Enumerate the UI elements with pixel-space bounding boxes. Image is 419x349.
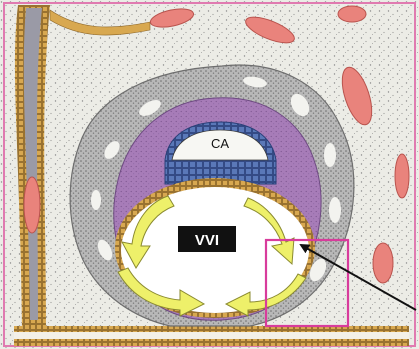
bottom-gland-strip [14,326,409,346]
vvi-label-text: VVI [195,232,219,249]
vvi-label: VVI [178,226,236,252]
blood-vessel [373,243,393,283]
blood-vessel [338,6,366,22]
ca-label: CA [211,136,229,151]
blood-vessel [24,177,40,233]
blood-vessel [395,154,409,198]
